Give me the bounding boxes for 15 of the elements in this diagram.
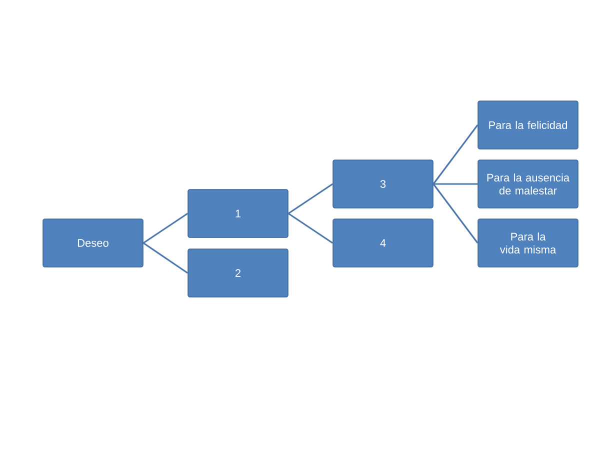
connector-line: [433, 183, 478, 185]
connector-line: [432, 124, 478, 184]
connector-line: [142, 212, 188, 244]
connector-line: [288, 212, 334, 244]
process-box: Deseo: [42, 218, 144, 268]
connector-line: [288, 183, 334, 214]
connector-line: [432, 184, 478, 244]
process-box: Para la ausencia de malestar: [478, 160, 578, 208]
process-box: Para la felicidad: [478, 100, 578, 150]
process-box: 1: [188, 189, 288, 238]
process-box: 4: [332, 218, 434, 268]
process-box: 2: [188, 248, 288, 298]
connector-line: [142, 242, 188, 274]
process-box: Para la vida misma: [478, 218, 578, 268]
process-box: 3: [332, 160, 434, 208]
